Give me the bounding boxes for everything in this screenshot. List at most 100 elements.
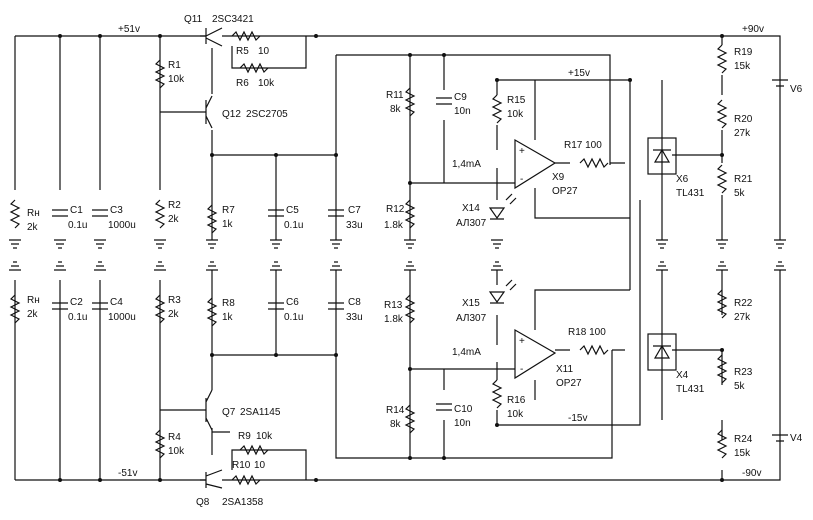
svg-text:R14: R14 [386,405,405,416]
svg-text:2SA1358: 2SA1358 [222,497,264,508]
svg-text:C4: C4 [110,297,123,308]
svg-text:1k: 1k [222,219,234,230]
svg-text:C10: C10 [454,404,473,415]
transistor-q7: Q7 2SA1145 [200,389,281,431]
svg-text:Q7: Q7 [222,407,236,418]
current-label-1: 1,4mA [452,159,481,170]
svg-text:10n: 10n [454,106,471,117]
svg-text:X6: X6 [676,174,689,185]
svg-text:R18 100: R18 100 [568,327,606,338]
svg-text:10k: 10k [168,446,185,457]
svg-text:Rн: Rн [27,295,40,306]
svg-text:2k: 2k [168,309,180,320]
svg-text:Rн: Rн [27,208,40,219]
svg-text:X15: X15 [462,298,480,309]
resistor-r6: R6 10k [236,62,275,89]
svg-text:-: - [520,174,523,185]
svg-text:R9: R9 [238,431,251,442]
svg-text:Q12: Q12 [222,109,241,120]
svg-text:+: + [519,336,525,347]
svg-text:OP27: OP27 [552,186,578,197]
svg-text:R17 100: R17 100 [564,140,602,151]
svg-text:R1: R1 [168,60,181,71]
svg-text:2k: 2k [168,214,180,225]
svg-text:27k: 27k [734,312,751,323]
svg-text:R23: R23 [734,367,753,378]
rail-minus15: -15v [568,413,587,424]
svg-text:5k: 5k [734,381,746,392]
svg-text:X9: X9 [552,172,565,183]
svg-text:+: + [519,146,525,157]
current-label-2: 1,4mA [452,347,481,358]
svg-text:X4: X4 [676,370,689,381]
svg-text:R24: R24 [734,434,753,445]
svg-text:0.1u: 0.1u [68,220,87,231]
svg-text:R6: R6 [236,78,249,89]
resistor-r12: R12 1.8k [384,199,416,231]
svg-text:R21: R21 [734,174,753,185]
resistor-rn1: Rн 2k [9,199,40,233]
svg-text:R13: R13 [384,300,403,311]
svg-text:C6: C6 [286,297,299,308]
svg-text:33u: 33u [346,312,363,323]
svg-text:R20: R20 [734,114,753,125]
svg-text:TL431: TL431 [676,188,705,199]
svg-text:2k: 2k [27,222,39,233]
svg-text:R16: R16 [507,395,526,406]
svg-text:C9: C9 [454,92,467,103]
svg-text:R12: R12 [386,204,405,215]
svg-text:1.8k: 1.8k [384,220,404,231]
svg-text:R8: R8 [222,298,235,309]
svg-text:R19: R19 [734,47,753,58]
svg-text:1000u: 1000u [108,220,136,231]
svg-text:10k: 10k [258,78,275,89]
svg-text:C7: C7 [348,205,361,216]
svg-text:R3: R3 [168,295,181,306]
svg-text:V6: V6 [790,84,803,95]
svg-text:0.1u: 0.1u [284,220,303,231]
capacitor-c2: C20.1u [52,297,87,323]
svg-text:АЛ307: АЛ307 [456,313,487,324]
svg-text:8k: 8k [390,419,402,430]
battery-v4: V4 [772,433,803,444]
svg-text:27k: 27k [734,128,751,139]
rail-minus51: -51v [118,468,137,479]
svg-text:2SA1145: 2SA1145 [240,407,281,418]
svg-text:Q11: Q11 [184,14,203,25]
rail-plus51: +51v [118,24,140,35]
svg-text:TL431: TL431 [676,384,705,395]
svg-text:R15: R15 [507,95,526,106]
svg-text:C2: C2 [70,297,83,308]
svg-text:X14: X14 [462,203,480,214]
svg-text:-: - [520,364,523,375]
rail-minus90: -90v [742,468,761,479]
svg-text:C8: C8 [348,297,361,308]
svg-text:33u: 33u [346,220,363,231]
svg-text:8k: 8k [390,104,402,115]
svg-text:R22: R22 [734,298,753,309]
ground-symbols [9,239,786,271]
resistor-r18: R18 100 [568,327,609,356]
